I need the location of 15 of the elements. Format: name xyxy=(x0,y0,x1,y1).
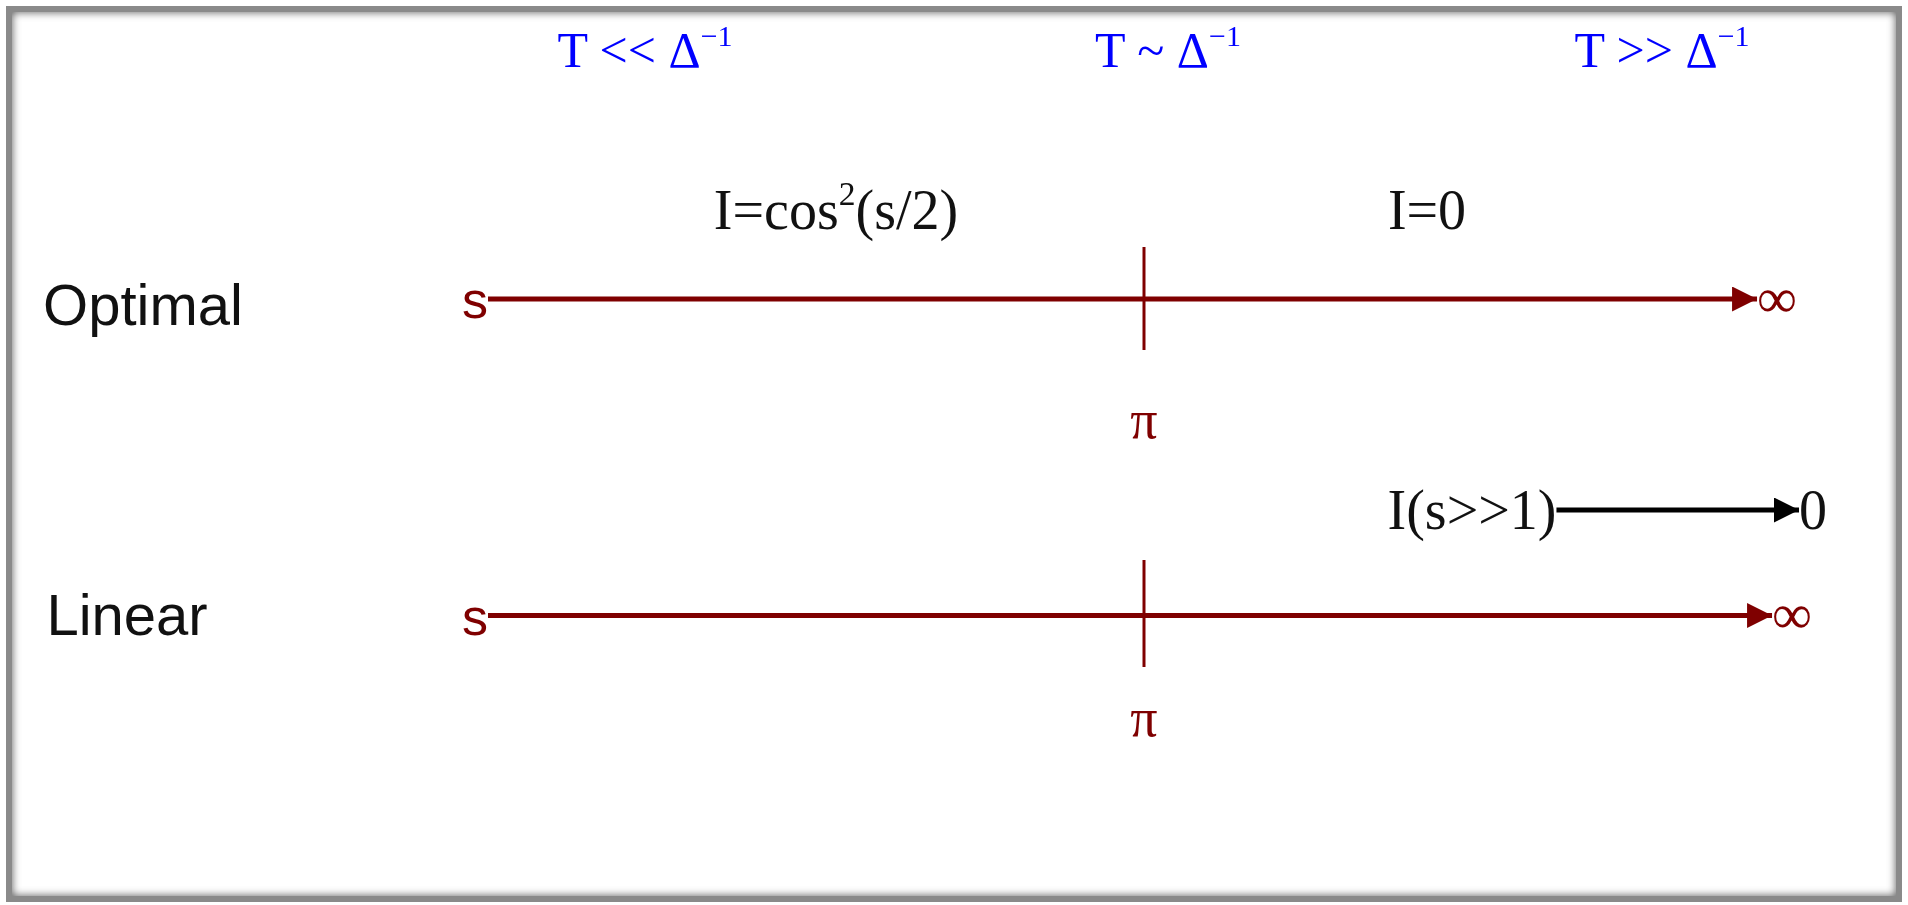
variable-label: s xyxy=(462,274,488,326)
variable-label: s xyxy=(462,591,488,643)
regime-heading: T ~ Δ$^{−1}$ xyxy=(1095,25,1241,75)
regime-heading: T >> Δ$^{−1}$ xyxy=(1574,25,1750,75)
limit-value: 0 xyxy=(1799,482,1827,538)
infinity-symbol: ∞ xyxy=(1757,270,1797,326)
arrow xyxy=(1556,497,1799,523)
arrow xyxy=(488,603,1773,628)
regime-heading: T << Δ$^{−1}$ xyxy=(557,25,733,75)
tick-label: π xyxy=(1130,393,1158,447)
tick-label: π xyxy=(1130,691,1158,745)
infinity-symbol: ∞ xyxy=(1772,586,1812,642)
formula-label: I=0 xyxy=(1387,182,1467,238)
row-label: Linear xyxy=(46,586,208,644)
arrow xyxy=(488,286,1758,312)
